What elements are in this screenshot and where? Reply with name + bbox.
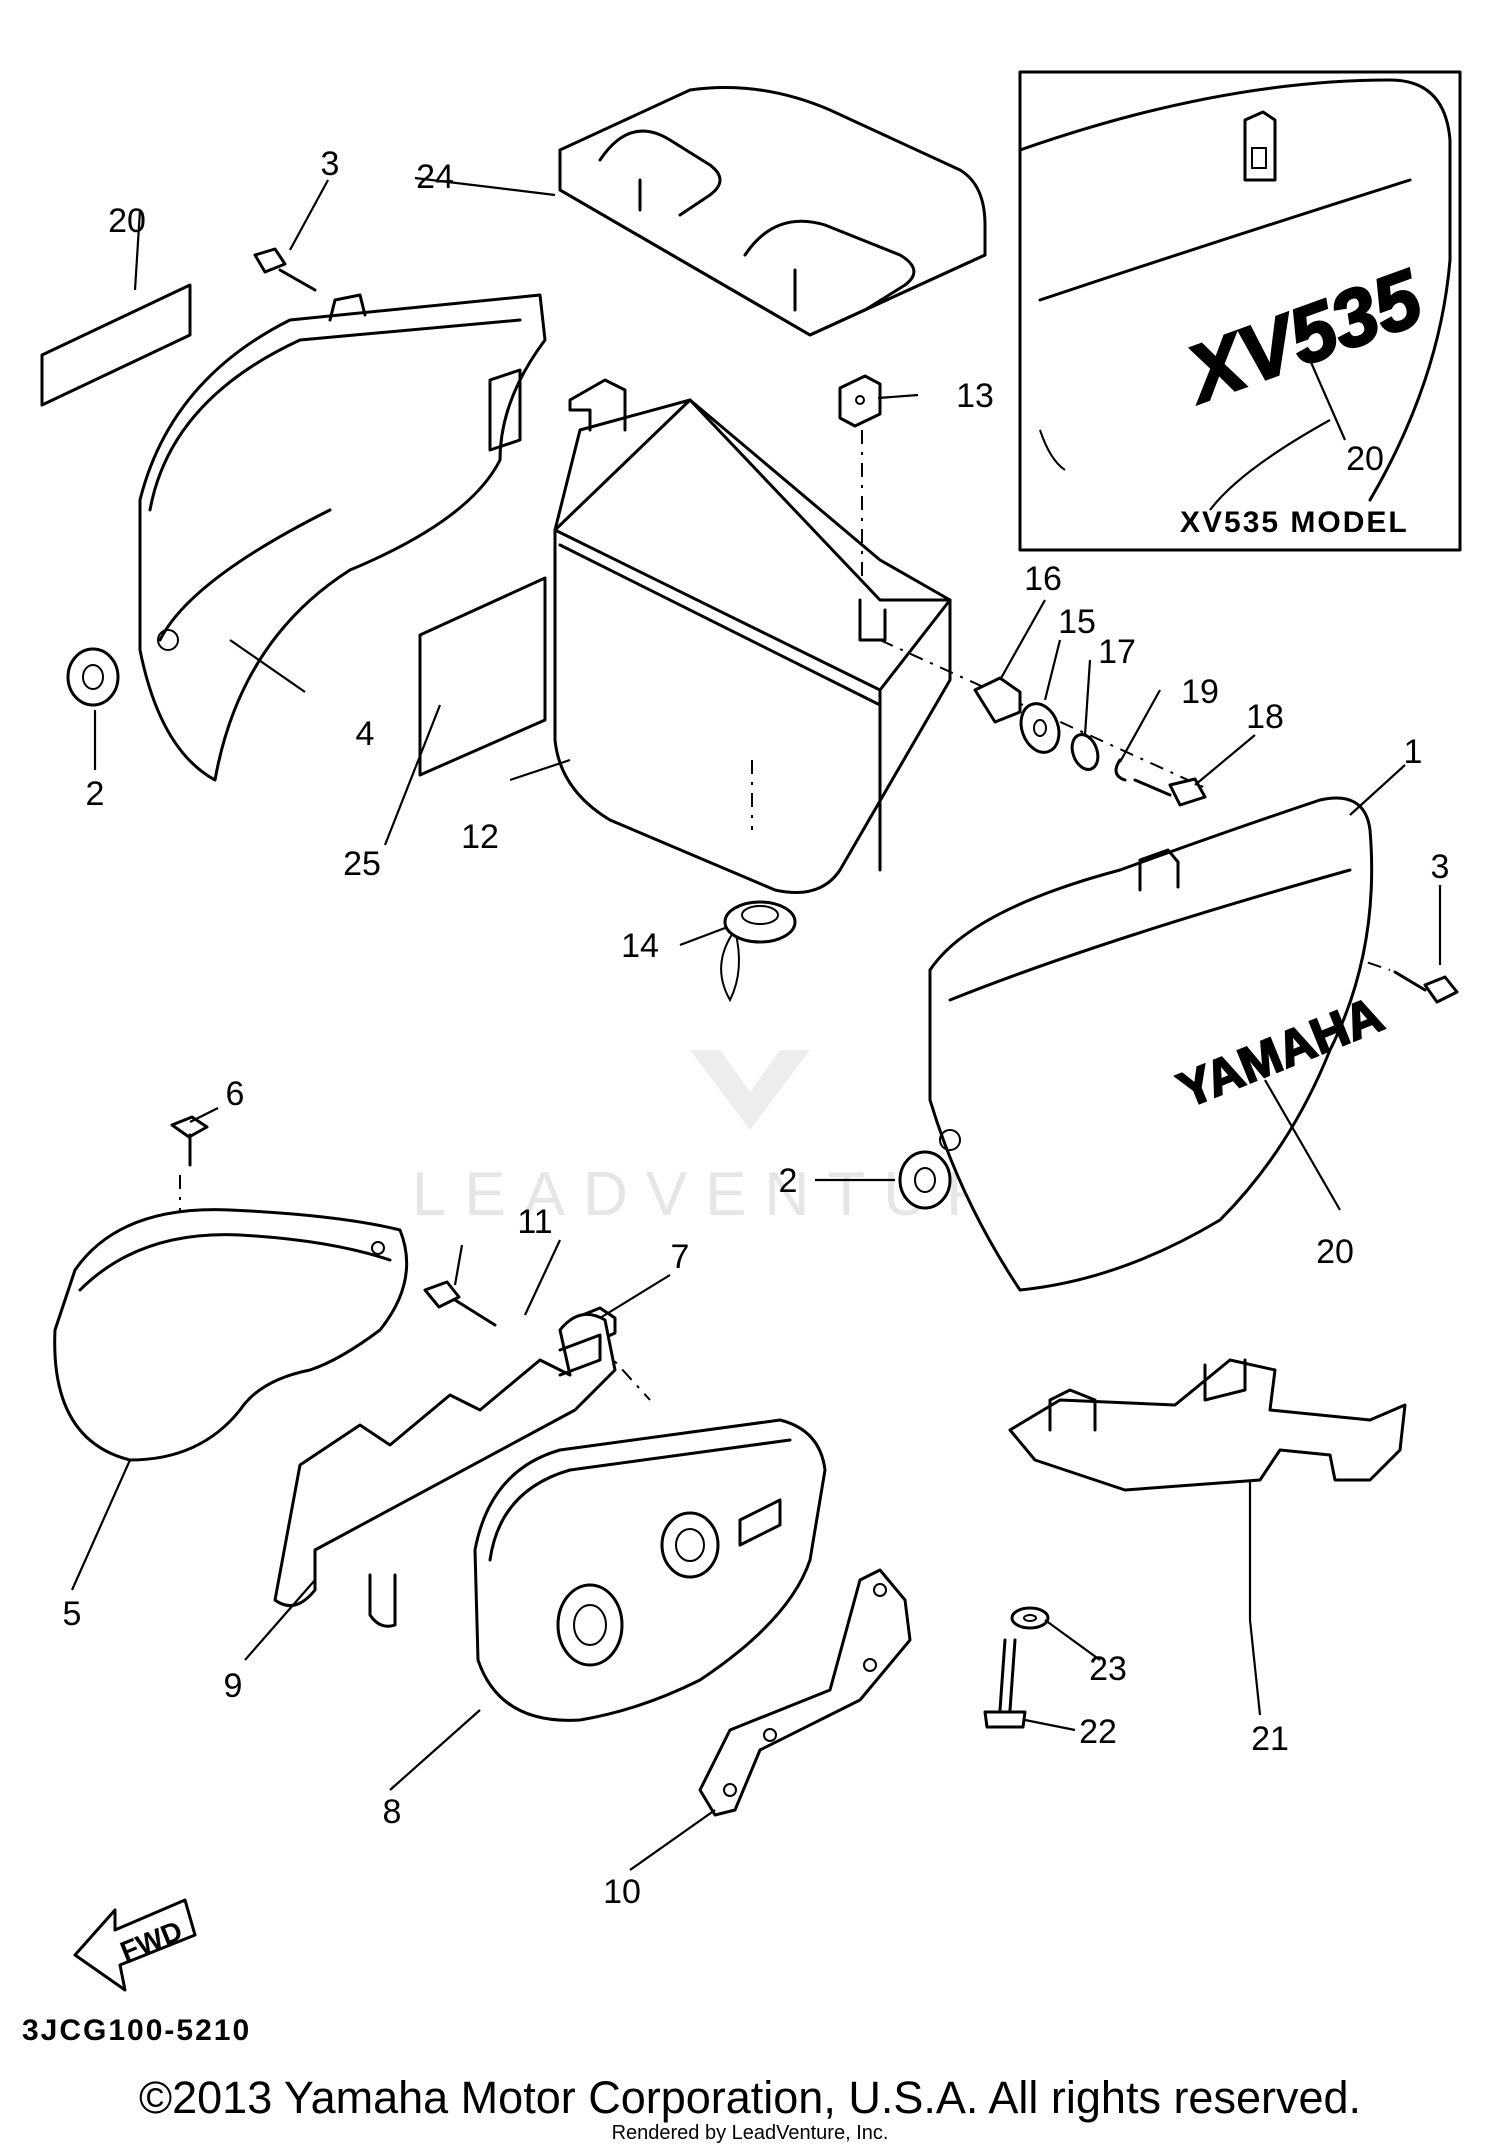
callout-25: 25	[343, 845, 381, 883]
inset-xv535-model: XV535 20 XV535 MODEL	[1018, 70, 1462, 552]
part-16-collar	[973, 676, 1022, 724]
fwd-arrow-icon: FWD	[73, 1898, 197, 1992]
part-10-bracket	[698, 1568, 912, 1817]
callout-3: 3	[321, 145, 340, 183]
part-2-grommet-lower	[898, 1150, 952, 1210]
part-11-bolt	[423, 1280, 497, 1327]
part-20-decal-upper-left	[40, 283, 192, 407]
copyright-notice: ©2013 Yamaha Motor Corporation, U.S.A. A…	[138, 2072, 1362, 2123]
part-15-damper	[1019, 702, 1061, 754]
part-6-bolt	[170, 1115, 209, 1235]
part-21-guard	[1008, 1358, 1407, 1492]
callout-17: 17	[1098, 633, 1136, 671]
callout-1: 1	[1404, 733, 1423, 771]
callout-6: 6	[226, 1075, 245, 1113]
callouts: 20 3 24 4 2 25 12 13 16 15 17 19 18 1 3 …	[63, 145, 1450, 1911]
callout-24: 24	[416, 158, 454, 196]
callout-15: 15	[1058, 603, 1096, 641]
part-4-side-cover-upper	[138, 293, 547, 782]
callout-4: 4	[356, 715, 375, 753]
part-1-side-cover-right: YAMAHA	[928, 796, 1391, 1292]
part-24-battery-cover	[558, 86, 987, 337]
callout-21: 21	[1251, 1720, 1289, 1758]
part-17-washer	[1070, 733, 1100, 771]
part-5-cover	[53, 1208, 409, 1462]
callout-3: 3	[1431, 848, 1450, 886]
leader-lines	[70, 176, 1442, 1871]
part-2-grommet-upper	[66, 647, 120, 707]
part-3-bolt-right	[1393, 970, 1459, 1004]
callout-18: 18	[1246, 698, 1284, 736]
part-23-washer	[1010, 1606, 1050, 1630]
part-14-grommet	[723, 900, 797, 944]
inset-decal-text: XV535	[1173, 252, 1434, 420]
callout-22: 22	[1079, 1713, 1117, 1751]
callout-2: 2	[779, 1162, 798, 1200]
callout-20: 20	[1346, 440, 1384, 478]
callout-16: 16	[1024, 560, 1062, 598]
part-8-case	[473, 1418, 827, 1722]
callout-20: 20	[108, 202, 146, 240]
callout-9: 9	[224, 1667, 243, 1705]
callout-19: 19	[1181, 673, 1219, 711]
part-13-clip	[838, 374, 882, 428]
rendered-by-notice: Rendered by LeadVenture, Inc.	[611, 2122, 889, 2144]
part-22-bolt	[983, 1638, 1027, 1729]
callout-8: 8	[383, 1793, 402, 1831]
part-18-bolt	[1133, 777, 1207, 807]
callout-11: 11	[517, 1203, 552, 1241]
callout-23: 23	[1089, 1650, 1127, 1688]
part-25-pad	[418, 576, 547, 777]
part-3-bolt-upper	[253, 247, 317, 292]
diagram-code: 3JCG100-5210	[22, 2014, 251, 2047]
part-12-battery-box	[553, 378, 952, 894]
part-19-clip	[1114, 758, 1127, 782]
callout-12: 12	[461, 818, 499, 856]
callout-2: 2	[86, 775, 105, 813]
callout-13: 13	[956, 377, 994, 415]
callout-7: 7	[671, 1238, 690, 1276]
callout-5: 5	[63, 1595, 82, 1633]
inset-label: XV535 MODEL	[1180, 506, 1409, 539]
callout-14: 14	[621, 927, 659, 965]
callout-20: 20	[1316, 1233, 1354, 1271]
callout-10: 10	[603, 1873, 641, 1911]
